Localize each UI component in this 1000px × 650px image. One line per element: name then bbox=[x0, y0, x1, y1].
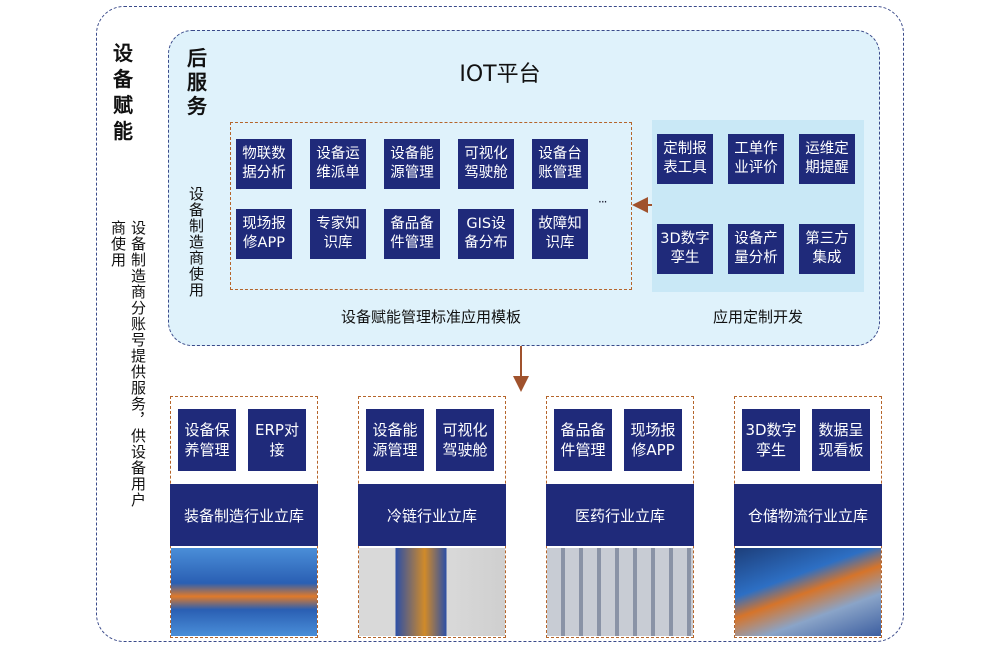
custom-tile: 3D数字孪生 bbox=[657, 224, 713, 274]
industry-app-tile: 现场报修APP bbox=[624, 409, 682, 471]
template-tile: 物联数据分析 bbox=[236, 139, 292, 189]
industry-app-tile: 设备能源管理 bbox=[366, 409, 424, 471]
iot-platform-title: IOT平台 bbox=[459, 62, 541, 87]
template-tile: 可视化驾驶舱 bbox=[458, 139, 514, 189]
industry-name: 冷链行业立库 bbox=[358, 484, 506, 546]
industry-name: 仓储物流行业立库 bbox=[734, 484, 882, 546]
industry-app-tile: 备品备件管理 bbox=[554, 409, 612, 471]
maker-use-label: 设备制造商使用 bbox=[187, 186, 205, 298]
industry-name: 装备制造行业立库 bbox=[170, 484, 318, 546]
template-tile: 设备运维派单 bbox=[310, 139, 366, 189]
more-ellipsis: ··· bbox=[598, 195, 608, 209]
template-tile: 设备台账管理 bbox=[532, 139, 588, 189]
template-tile: 现场报修APP bbox=[236, 209, 292, 259]
template-tile: 备品备件管理 bbox=[384, 209, 440, 259]
template-caption: 设备赋能管理标准应用模板 bbox=[340, 308, 521, 326]
platform-side-label: 后服务 bbox=[187, 46, 207, 118]
industry-app-tile: ERP对接 bbox=[248, 409, 306, 471]
warehouse-photo bbox=[171, 548, 317, 636]
template-tile: GIS设备分布 bbox=[458, 209, 514, 259]
warehouse-photo bbox=[547, 548, 693, 636]
warehouse-photo bbox=[735, 548, 881, 636]
template-tile: 专家知识库 bbox=[310, 209, 366, 259]
industry-app-tile: 设备保养管理 bbox=[178, 409, 236, 471]
industry-app-tile: 3D数字孪生 bbox=[742, 409, 800, 471]
custom-tile: 运维定期提醒 bbox=[799, 134, 855, 184]
custom-tile: 设备产量分析 bbox=[728, 224, 784, 274]
industry-name: 医药行业立库 bbox=[546, 484, 694, 546]
standard-template-box bbox=[230, 122, 632, 290]
custom-tile: 工单作业评价 bbox=[728, 134, 784, 184]
custom-tile: 第三方集成 bbox=[799, 224, 855, 274]
custom-caption: 应用定制开发 bbox=[712, 308, 803, 326]
side-note: 设备制造商分账号提供服务，供设备用户商使用 bbox=[109, 220, 147, 508]
custom-tile: 定制报表工具 bbox=[657, 134, 713, 184]
industry-app-tile: 可视化驾驶舱 bbox=[436, 409, 494, 471]
industry-app-tile: 数据呈现看板 bbox=[812, 409, 870, 471]
section-title: 设备赋能 bbox=[113, 41, 133, 143]
equipment-empowerment-frame bbox=[96, 6, 904, 642]
warehouse-photo bbox=[359, 548, 505, 636]
template-tile: 故障知识库 bbox=[532, 209, 588, 259]
template-tile: 设备能源管理 bbox=[384, 139, 440, 189]
